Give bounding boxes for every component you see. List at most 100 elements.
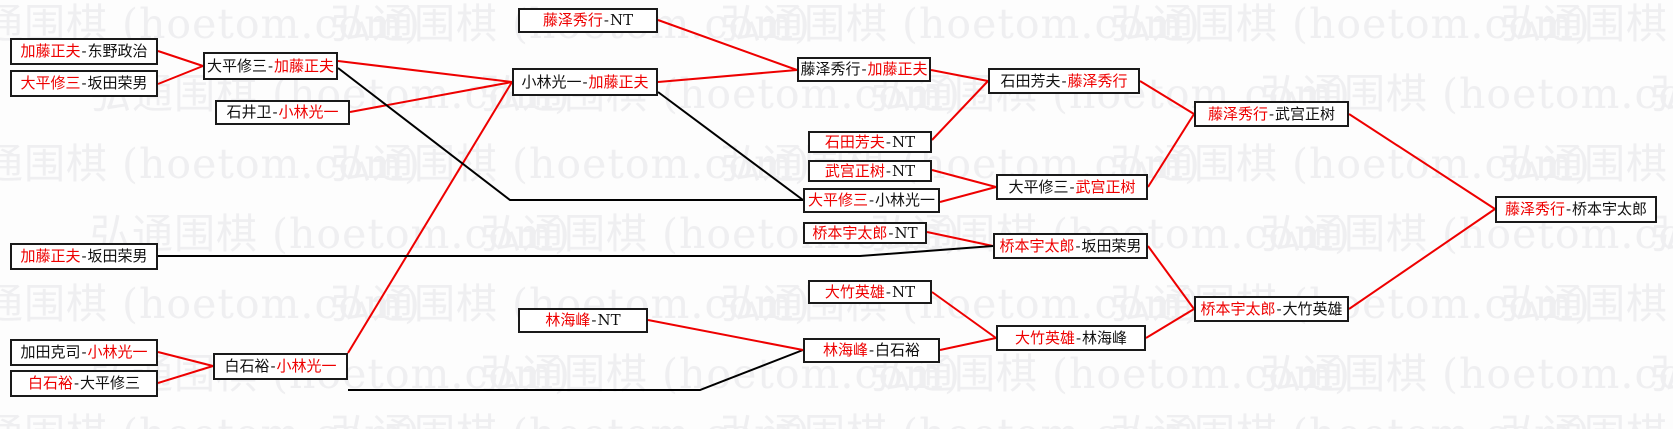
player-winner: 加藤正夫 <box>20 42 81 60</box>
match-box[interactable]: 大平修三-坂田荣男 <box>10 70 158 97</box>
match-box[interactable]: 藤泽秀行-NT <box>518 8 658 33</box>
match-separator: - <box>888 223 894 242</box>
match-separator: - <box>868 341 875 359</box>
player-loser: 坂田荣男 <box>87 247 148 265</box>
match-box[interactable]: 藤泽秀行-桥本宇太郎 <box>1495 196 1657 223</box>
match-separator: - <box>81 343 87 361</box>
player-loser: 坂田荣男 <box>1081 236 1142 255</box>
match-box[interactable]: 石田芳夫-NT <box>808 131 932 153</box>
player-loser: 石井卫 <box>226 103 272 121</box>
match-separator: - <box>1276 299 1282 318</box>
match-box[interactable]: 加田克司-小林光一 <box>10 339 158 366</box>
match-box[interactable]: 白石裕-小林光一 <box>213 353 348 380</box>
player-loser: 大平修三 <box>80 374 141 392</box>
match-separator: - <box>885 282 891 301</box>
match-separator: - <box>267 56 274 75</box>
player-loser: 坂田荣男 <box>87 74 148 92</box>
match-box[interactable]: 石井卫-小林光一 <box>215 100 350 125</box>
player-winner: 石田芳夫 <box>824 132 885 151</box>
match-separator: - <box>1069 177 1075 196</box>
player-loser: 大平修三 <box>1008 177 1069 196</box>
player-loser: 桥本宇太郎 <box>1572 200 1648 218</box>
player-loser: 加田克司 <box>20 343 81 361</box>
player-loser: 白石裕 <box>224 357 270 375</box>
player-loser: 小林光一 <box>875 191 936 209</box>
match-box[interactable]: 加藤正夫-东野政治 <box>10 38 158 65</box>
player-loser: 小林光一 <box>521 72 582 91</box>
player-winner: 白石裕 <box>27 374 73 392</box>
player-winner: 藤泽秀行 <box>1067 71 1128 90</box>
match-separator: - <box>272 103 278 121</box>
match-separator: - <box>1565 200 1572 218</box>
match-box[interactable]: 林海峰-NT <box>518 308 648 333</box>
player-winner: 桥本宇太郎 <box>999 236 1075 255</box>
match-box[interactable]: 大平修三-武宫正树 <box>996 174 1148 200</box>
match-box[interactable]: 大平修三-加藤正夫 <box>203 52 338 80</box>
player-loser: 武宫正树 <box>1275 104 1336 123</box>
match-separator: - <box>270 357 276 375</box>
match-separator: - <box>885 161 891 180</box>
player-winner: 加藤正夫 <box>588 72 649 91</box>
player-winner: 林海峰 <box>822 341 868 359</box>
player-winner: 林海峰 <box>545 311 591 329</box>
match-box[interactable]: 大竹英雄-林海峰 <box>996 325 1146 351</box>
match-separator: - <box>1075 328 1082 347</box>
player-winner: 藤泽秀行 <box>1504 200 1565 218</box>
player-loser: NT <box>891 161 916 180</box>
player-winner: 大竹英雄 <box>1014 328 1075 347</box>
player-winner: 大平修三 <box>807 191 868 209</box>
match-separator: - <box>1268 104 1275 123</box>
player-loser: 大竹英雄 <box>1282 299 1343 318</box>
match-box[interactable]: 藤泽秀行-加藤正夫 <box>797 57 931 82</box>
player-winner: 小林光一 <box>278 103 339 121</box>
match-separator: - <box>868 191 875 209</box>
match-box[interactable]: 桥本宇太郎-坂田荣男 <box>993 233 1148 259</box>
match-separator: - <box>81 42 87 60</box>
player-loser: 林海峰 <box>1082 328 1128 347</box>
player-loser: NT <box>891 132 916 151</box>
player-winner: 小林光一 <box>87 343 148 361</box>
match-box[interactable]: 武宫正树-NT <box>808 160 932 182</box>
player-loser: 石田芳夫 <box>1000 71 1061 90</box>
player-loser: NT <box>891 282 916 301</box>
player-winner: 武宫正树 <box>824 161 885 180</box>
match-box[interactable]: 藤泽秀行-武宫正树 <box>1194 101 1349 127</box>
match-separator: - <box>81 74 87 92</box>
match-box[interactable]: 小林光一-加藤正夫 <box>512 68 658 96</box>
player-loser: 白石裕 <box>875 341 921 359</box>
player-winner: 加藤正夫 <box>274 56 335 75</box>
match-box[interactable]: 大竹英雄-NT <box>808 280 932 304</box>
match-box[interactable]: 桥本宇太郎-大竹英雄 <box>1194 296 1349 322</box>
player-winner: 桥本宇太郎 <box>812 223 888 242</box>
match-separator: - <box>591 311 597 329</box>
player-winner: 加藤正夫 <box>20 247 81 265</box>
match-separator: - <box>885 132 891 151</box>
player-winner: 藤泽秀行 <box>1207 104 1268 123</box>
match-separator: - <box>861 60 867 78</box>
player-winner: 小林光一 <box>276 357 337 375</box>
player-winner: 武宫正树 <box>1075 177 1136 196</box>
match-separator: - <box>1075 236 1081 255</box>
match-box[interactable]: 加藤正夫-坂田荣男 <box>10 243 158 270</box>
player-winner: 桥本宇太郎 <box>1200 299 1276 318</box>
player-winner: 藤泽秀行 <box>542 11 603 29</box>
player-winner: 大竹英雄 <box>824 282 885 301</box>
player-loser: 藤泽秀行 <box>800 60 861 78</box>
player-loser: 大平修三 <box>206 56 267 75</box>
match-separator: - <box>73 374 80 392</box>
player-loser: 东野政治 <box>87 42 148 60</box>
match-separator: - <box>81 247 87 265</box>
match-box[interactable]: 石田芳夫-藤泽秀行 <box>988 68 1140 94</box>
match-box[interactable]: 白石裕-大平修三 <box>10 370 158 397</box>
match-box[interactable]: 桥本宇太郎-NT <box>803 222 927 244</box>
player-loser: NT <box>597 311 621 329</box>
player-loser: NT <box>894 223 918 242</box>
match-box[interactable]: 大平修三-小林光一 <box>803 188 940 213</box>
match-separator: - <box>582 72 588 91</box>
match-box[interactable]: 林海峰-白石裕 <box>803 338 940 363</box>
player-loser: NT <box>609 11 634 29</box>
player-winner: 加藤正夫 <box>867 60 928 78</box>
match-separator: - <box>1061 71 1067 90</box>
